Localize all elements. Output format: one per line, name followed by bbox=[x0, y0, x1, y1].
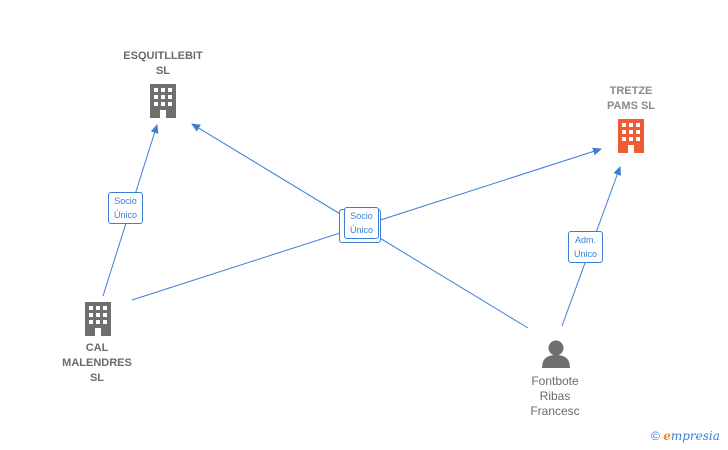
node-label-esquitllebit[interactable]: ESQUITLLEBIT SL bbox=[123, 50, 203, 77]
building-icon-highlighted bbox=[618, 119, 644, 153]
edge-label-socio-unico: Socio Único bbox=[108, 192, 144, 224]
person-icon bbox=[542, 340, 570, 368]
building-icon bbox=[85, 302, 111, 336]
edge-label-socio-unico-center: Socio Único bbox=[344, 207, 380, 239]
empresia-logo: empresia bbox=[663, 429, 720, 443]
empresia-watermark: © empresia bbox=[651, 429, 720, 443]
node-label-fontbote[interactable]: Fontbote Ribas Francesc bbox=[530, 374, 580, 418]
edge-label-adm-unico: Adm. Unico bbox=[568, 231, 604, 263]
building-icon bbox=[150, 84, 176, 118]
node-label-cal-malendres[interactable]: CAL MALENDRES SL bbox=[62, 342, 132, 384]
copyright-icon: © bbox=[651, 429, 660, 443]
node-label-tretze[interactable]: TRETZE PAMS SL bbox=[606, 85, 656, 112]
